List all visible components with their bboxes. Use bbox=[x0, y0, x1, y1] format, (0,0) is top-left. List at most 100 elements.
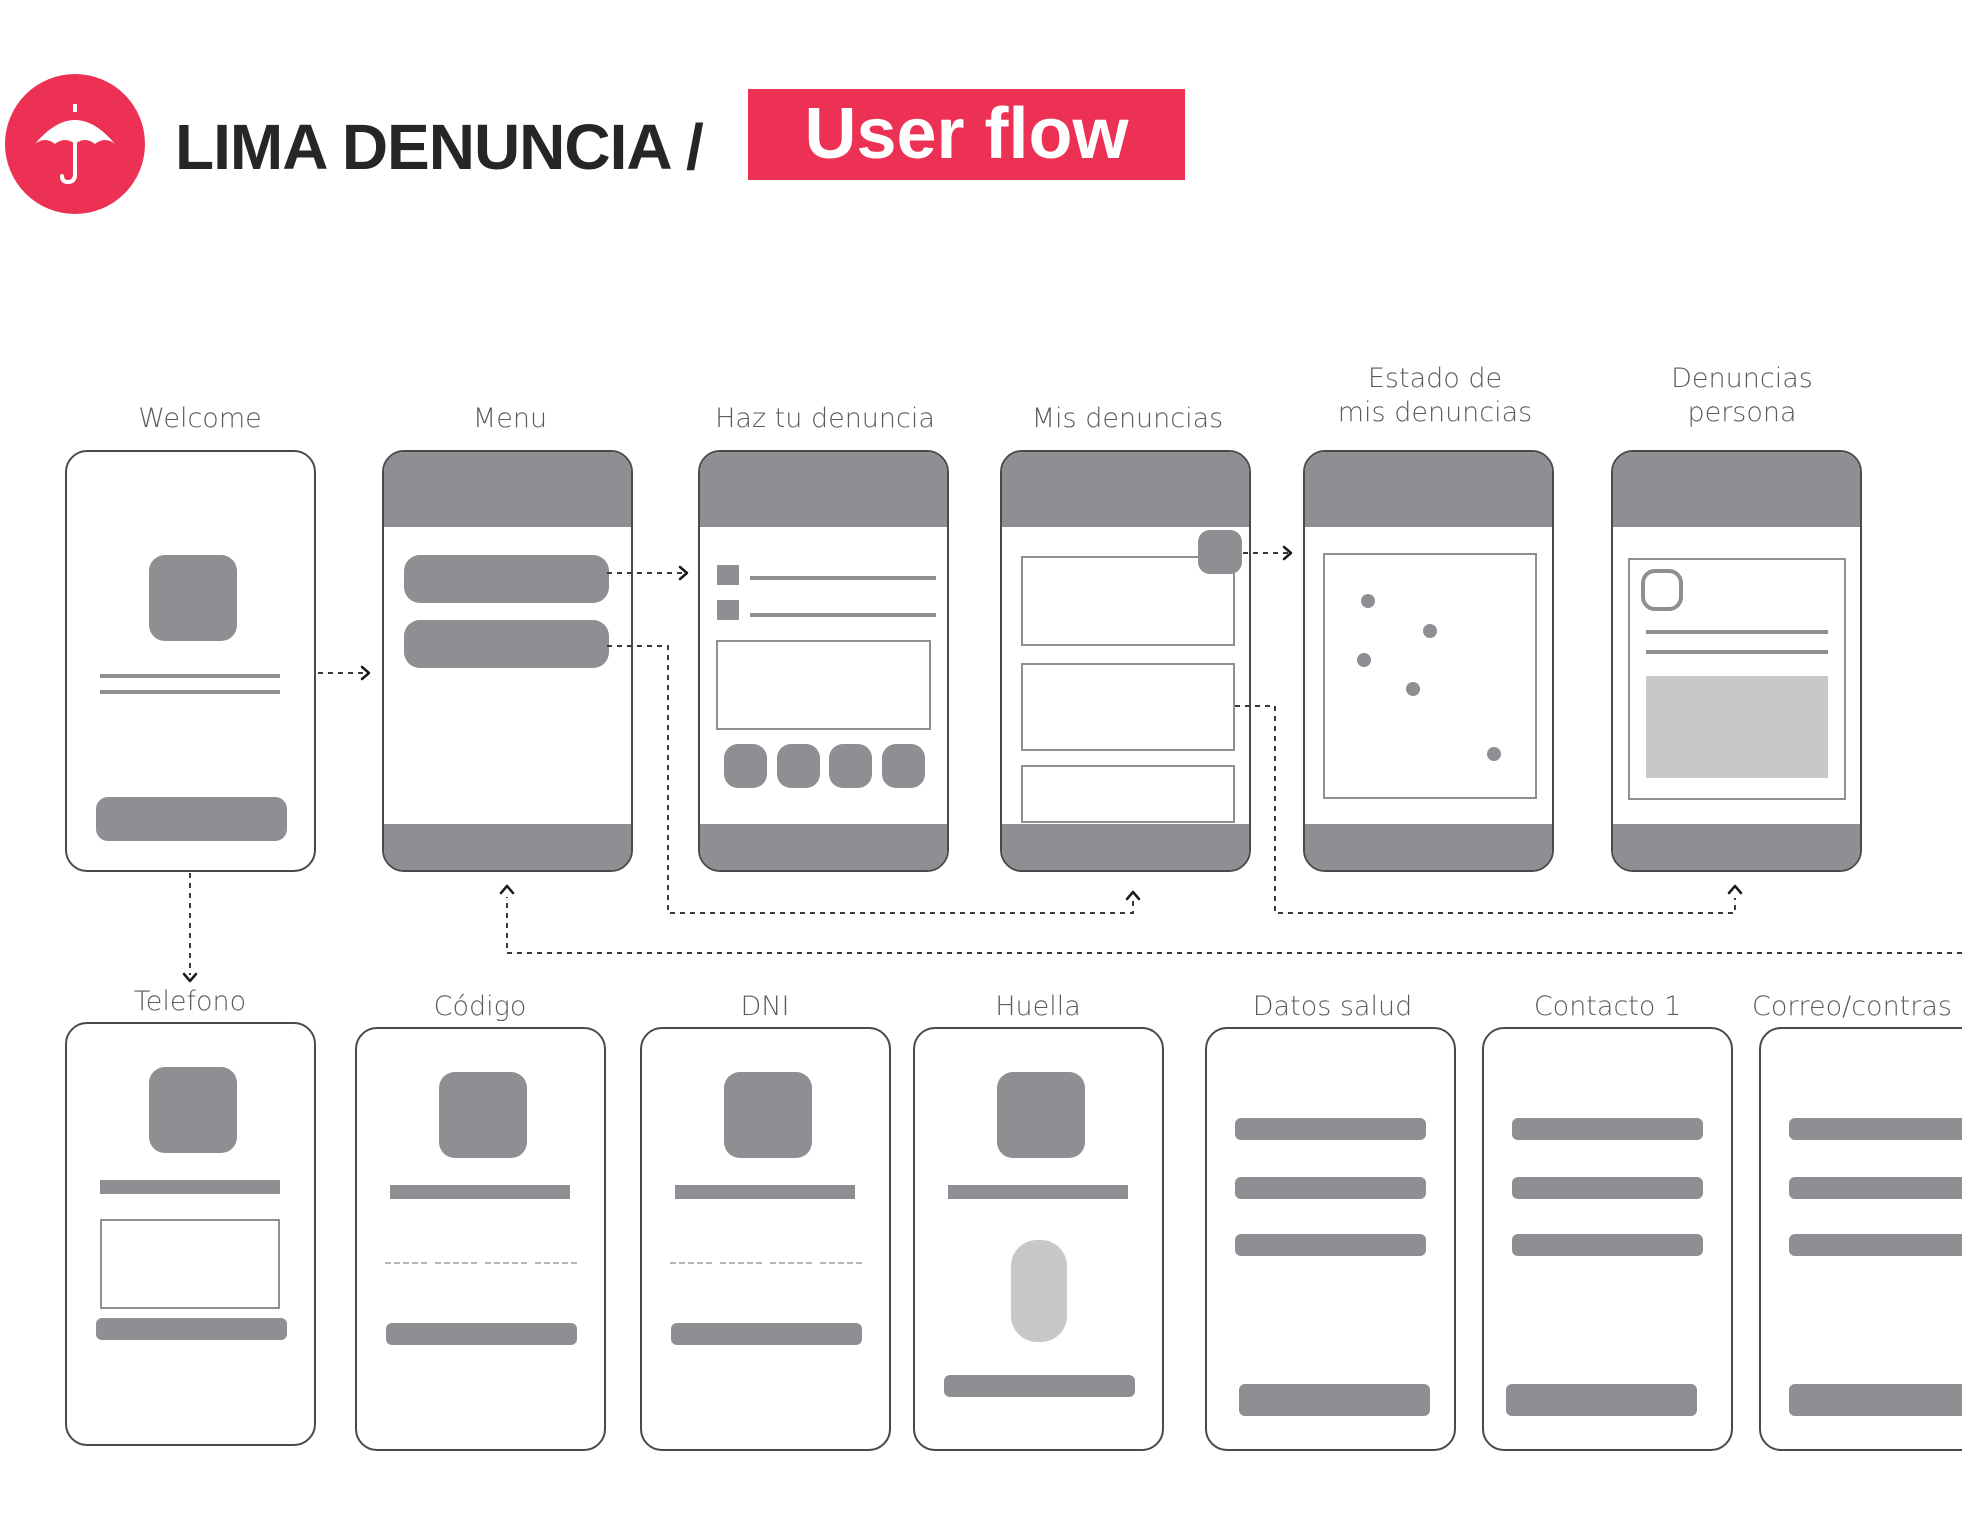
denuncia-card[interactable] bbox=[1021, 556, 1235, 646]
continue-button[interactable] bbox=[1506, 1384, 1697, 1416]
media-button[interactable] bbox=[724, 744, 767, 788]
menu-option-mis-denuncias[interactable] bbox=[404, 620, 609, 668]
label-menu: Menu bbox=[472, 403, 548, 434]
menu-option-haz-denuncia[interactable] bbox=[404, 555, 609, 603]
label-estado-line2: mis denuncias bbox=[1337, 397, 1533, 428]
fingerprint-icon[interactable] bbox=[1011, 1240, 1067, 1342]
label-mis-denuncias: Mis denuncias bbox=[1031, 403, 1224, 434]
brand-title: LIMA DENUNCIA / bbox=[175, 111, 704, 183]
screen-huella bbox=[913, 1027, 1164, 1451]
description-textarea[interactable] bbox=[716, 640, 931, 730]
text-line bbox=[750, 576, 936, 580]
title-bar bbox=[390, 1185, 570, 1199]
continue-button[interactable] bbox=[386, 1323, 577, 1345]
label-estado-line1: Estado de bbox=[1367, 363, 1503, 394]
label-welcome: Welcome bbox=[138, 403, 262, 434]
bottom-bar bbox=[1613, 824, 1860, 870]
top-bar bbox=[1305, 452, 1552, 527]
form-field[interactable] bbox=[1512, 1118, 1703, 1140]
label-haz-tu-denuncia: Haz tu denuncia bbox=[715, 403, 935, 434]
media-button[interactable] bbox=[829, 744, 872, 788]
checkbox[interactable] bbox=[717, 565, 739, 585]
connector-menu-mis bbox=[607, 645, 1134, 914]
label-denuncias-line1: Denuncias bbox=[1671, 363, 1813, 394]
screen-dni bbox=[640, 1027, 891, 1451]
checkbox[interactable] bbox=[717, 600, 739, 620]
map-toggle-button[interactable] bbox=[1198, 530, 1242, 574]
screen-welcome bbox=[65, 450, 316, 872]
arrowhead-right bbox=[360, 665, 371, 681]
label-correo: Correo/contras bbox=[1752, 991, 1952, 1022]
top-bar bbox=[384, 452, 631, 527]
form-field[interactable] bbox=[1235, 1177, 1426, 1199]
arrowhead-up bbox=[1125, 890, 1141, 901]
screen-correo-contrasena bbox=[1759, 1027, 1962, 1451]
screen-mis-denuncias bbox=[1000, 450, 1251, 872]
map-pin[interactable] bbox=[1357, 653, 1371, 667]
map-pin[interactable] bbox=[1487, 747, 1501, 761]
text-line bbox=[750, 613, 936, 617]
form-field[interactable] bbox=[1789, 1234, 1962, 1256]
denuncia-card[interactable] bbox=[1021, 765, 1235, 823]
label-codigo: Código bbox=[433, 991, 527, 1022]
screen-telefono bbox=[65, 1022, 316, 1446]
continue-button[interactable] bbox=[671, 1323, 862, 1345]
continue-button[interactable] bbox=[944, 1375, 1135, 1397]
form-field[interactable] bbox=[1512, 1177, 1703, 1199]
media-button[interactable] bbox=[777, 744, 820, 788]
user-flow-badge-text: User flow bbox=[804, 94, 1129, 174]
top-bar bbox=[700, 452, 947, 527]
screen-denuncias-persona bbox=[1611, 450, 1862, 872]
top-bar bbox=[1613, 452, 1860, 527]
label-datos-salud: Datos salud bbox=[1252, 991, 1413, 1022]
umbrella-icon bbox=[5, 74, 145, 214]
text-line bbox=[1646, 630, 1828, 634]
bottom-bar bbox=[700, 824, 947, 870]
form-field[interactable] bbox=[1789, 1118, 1962, 1140]
screen-datos-salud bbox=[1205, 1027, 1456, 1451]
dni-digit-input[interactable] bbox=[670, 1262, 712, 1264]
map-pin[interactable] bbox=[1361, 594, 1375, 608]
continue-button[interactable] bbox=[1239, 1384, 1430, 1416]
arrowhead-up bbox=[499, 884, 515, 895]
screen-estado-denuncias bbox=[1303, 450, 1554, 872]
label-dni: DNI bbox=[740, 991, 790, 1022]
continue-button[interactable] bbox=[96, 1318, 287, 1340]
form-field[interactable] bbox=[1235, 1234, 1426, 1256]
arrowhead-up bbox=[1727, 884, 1743, 895]
code-digit-input[interactable] bbox=[485, 1262, 527, 1264]
logo-placeholder bbox=[149, 1067, 237, 1153]
user-flow-badge: User flow bbox=[748, 89, 1185, 180]
dni-digit-input[interactable] bbox=[720, 1262, 762, 1264]
map-pin[interactable] bbox=[1423, 624, 1437, 638]
code-digit-input[interactable] bbox=[435, 1262, 477, 1264]
arrowhead-down bbox=[182, 972, 198, 983]
phone-input[interactable] bbox=[100, 1219, 280, 1309]
form-field[interactable] bbox=[1512, 1234, 1703, 1256]
media-button[interactable] bbox=[882, 744, 925, 788]
start-button[interactable] bbox=[96, 797, 287, 841]
dni-digit-input[interactable] bbox=[820, 1262, 862, 1264]
denuncia-card[interactable] bbox=[1021, 663, 1235, 751]
form-field[interactable] bbox=[1235, 1118, 1426, 1140]
form-field[interactable] bbox=[1789, 1177, 1962, 1199]
label-telefono: Telefono bbox=[133, 986, 247, 1017]
screen-menu bbox=[382, 450, 633, 872]
screen-haz-tu-denuncia bbox=[698, 450, 949, 872]
top-bar bbox=[1002, 452, 1249, 527]
dni-digit-input[interactable] bbox=[770, 1262, 812, 1264]
label-contacto: Contacto 1 bbox=[1533, 991, 1682, 1022]
arrowhead-right bbox=[678, 565, 689, 581]
avatar bbox=[1641, 569, 1683, 611]
title-bar bbox=[100, 1180, 280, 1194]
arrowhead-right bbox=[1282, 545, 1293, 561]
connector-back-menu bbox=[506, 897, 1962, 954]
map-pin[interactable] bbox=[1406, 682, 1420, 696]
continue-button[interactable] bbox=[1789, 1384, 1962, 1416]
map-area[interactable] bbox=[1323, 553, 1537, 799]
code-digit-input[interactable] bbox=[535, 1262, 577, 1264]
code-digit-input[interactable] bbox=[385, 1262, 427, 1264]
text-line bbox=[1646, 650, 1828, 654]
